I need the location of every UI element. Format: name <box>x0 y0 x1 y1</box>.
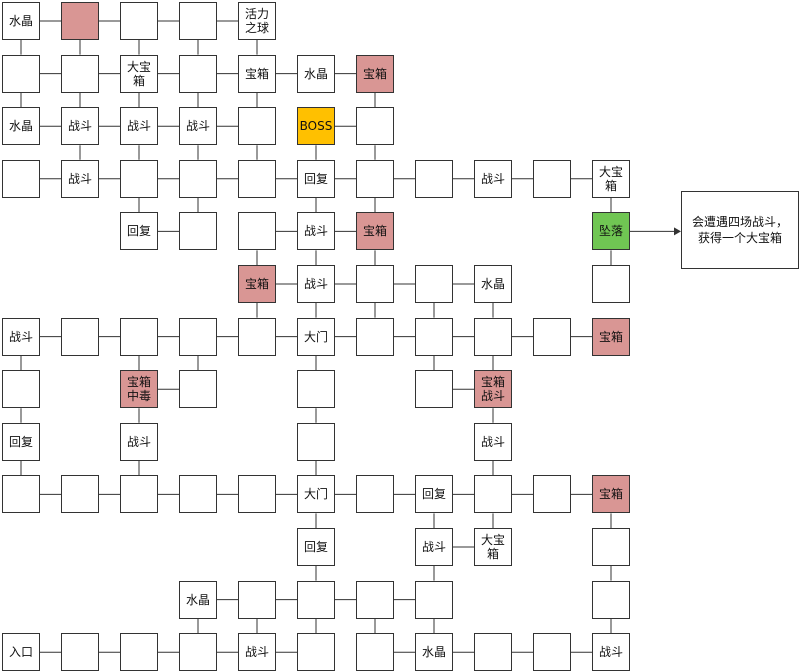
map-cell: 战斗 <box>238 633 276 671</box>
map-cell <box>415 265 453 303</box>
map-cell: 战斗 <box>474 422 512 461</box>
map-cell: 战斗 <box>415 528 453 566</box>
map-cell: 战斗 <box>297 265 335 303</box>
map-cell <box>474 475 512 514</box>
map-cell <box>2 159 40 198</box>
map-cell <box>297 633 335 671</box>
map-cell: 宝箱 <box>238 54 276 93</box>
map-cell <box>179 633 217 671</box>
map-cell: 入口 <box>2 633 40 671</box>
map-cell: 水晶 <box>179 580 217 619</box>
map-cell: BOSS <box>297 107 335 146</box>
map-cell <box>179 2 217 40</box>
map-cell: 宝箱 <box>238 265 276 303</box>
map-cell: 回复 <box>120 212 158 251</box>
map-cell <box>297 580 335 619</box>
map-cell: 大宝 箱 <box>120 54 158 93</box>
map-cell <box>592 580 630 619</box>
map-cell <box>238 580 276 619</box>
map-cell: 宝箱 <box>356 54 394 93</box>
map-cell <box>415 370 453 409</box>
map-cell: 坠落 <box>592 212 630 251</box>
map-cell <box>238 212 276 251</box>
map-cell: 战斗 <box>61 107 99 146</box>
map-cell <box>415 317 453 356</box>
map-cell <box>179 317 217 356</box>
map-cell: 宝箱 战斗 <box>474 370 512 409</box>
map-cell <box>120 2 158 40</box>
map-cell <box>356 580 394 619</box>
map-cell <box>238 475 276 514</box>
map-cell <box>179 159 217 198</box>
map-cell <box>61 475 99 514</box>
map-cell <box>120 633 158 671</box>
map-cell: 回复 <box>415 475 453 514</box>
map-cell: 水晶 <box>415 633 453 671</box>
map-cell <box>120 475 158 514</box>
map-cell: 大宝 箱 <box>592 159 630 198</box>
map-cell: 宝箱 中毒 <box>120 370 158 409</box>
map-cell: 大门 <box>297 317 335 356</box>
map-cell: 战斗 <box>61 159 99 198</box>
map-cell: 宝箱 <box>592 475 630 514</box>
map-cell: 战斗 <box>120 107 158 146</box>
map-cell <box>533 317 571 356</box>
map-cell: 水晶 <box>297 54 335 93</box>
map-cell <box>61 2 99 40</box>
map-cell: 战斗 <box>179 107 217 146</box>
map-cell <box>61 317 99 356</box>
map-cell: 宝箱 <box>356 212 394 251</box>
map-cell <box>533 633 571 671</box>
map-cell <box>297 370 335 409</box>
map-cell: 战斗 <box>120 422 158 461</box>
map-cell <box>356 107 394 146</box>
map-cell: 战斗 <box>474 159 512 198</box>
map-cell: 大宝 箱 <box>474 528 512 566</box>
map-cell: 回复 <box>297 528 335 566</box>
map-cell <box>592 265 630 303</box>
map-cell <box>356 633 394 671</box>
map-cell <box>61 633 99 671</box>
map-cell <box>120 159 158 198</box>
map-cell: 战斗 <box>297 212 335 251</box>
map-cell: 水晶 <box>2 107 40 146</box>
map-cell <box>474 317 512 356</box>
map-cell <box>356 265 394 303</box>
map-cell <box>238 159 276 198</box>
map-cell <box>179 370 217 409</box>
map-cell <box>120 317 158 356</box>
map-cell <box>533 159 571 198</box>
map-cell <box>179 475 217 514</box>
drop-note-box: 会遭遇四场战斗， 获得一个大宝箱 <box>681 191 799 269</box>
map-cell <box>297 422 335 461</box>
map-cell: 回复 <box>2 422 40 461</box>
map-cell <box>356 317 394 356</box>
map-cell <box>238 107 276 146</box>
map-cell <box>2 54 40 93</box>
map-cell <box>61 54 99 93</box>
map-cell <box>179 212 217 251</box>
map-cell <box>2 475 40 514</box>
map-cell: 活力 之球 <box>238 2 276 40</box>
map-cell: 水晶 <box>474 265 512 303</box>
map-cell: 水晶 <box>2 2 40 40</box>
map-cell <box>415 159 453 198</box>
map-cell <box>238 317 276 356</box>
map-cell <box>415 580 453 619</box>
arrow-head <box>674 227 681 236</box>
map-cell <box>356 159 394 198</box>
map-cell: 大门 <box>297 475 335 514</box>
map-cell <box>2 370 40 409</box>
map-cell: 回复 <box>297 159 335 198</box>
map-cell: 战斗 <box>2 317 40 356</box>
map-cell <box>592 528 630 566</box>
map-cell <box>474 633 512 671</box>
map-cell <box>356 475 394 514</box>
map-cell <box>179 54 217 93</box>
map-cell: 宝箱 <box>592 317 630 356</box>
map-cell <box>533 475 571 514</box>
map-cell: 战斗 <box>592 633 630 671</box>
